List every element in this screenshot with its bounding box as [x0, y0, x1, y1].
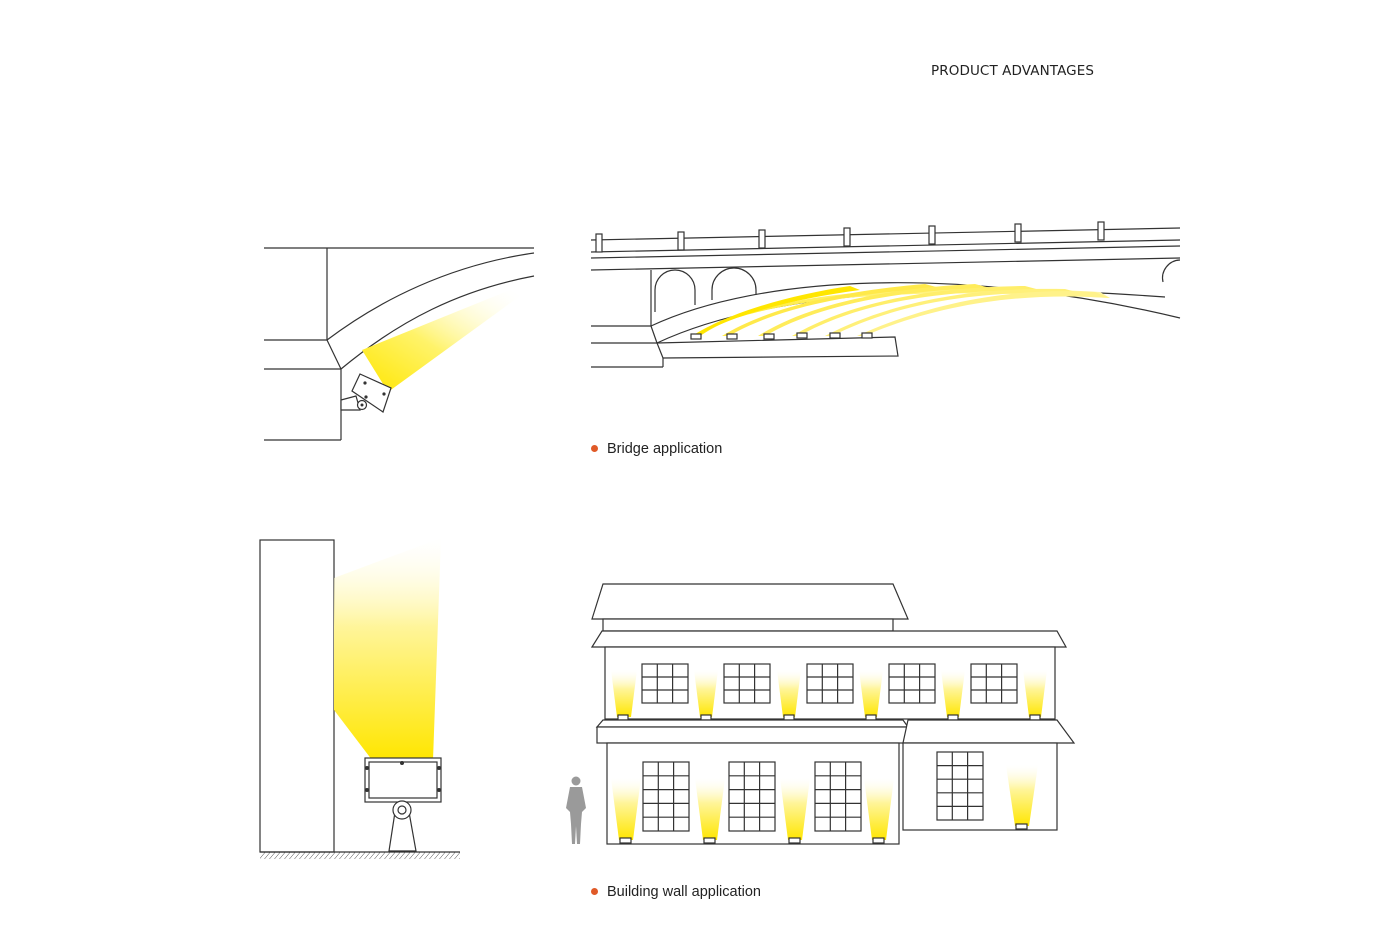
wall-light-beam	[334, 538, 441, 760]
bridge-caption: Bridge application	[591, 441, 723, 457]
wall-caption-text: Building wall application	[607, 884, 761, 900]
floodlight-fixture	[340, 373, 392, 413]
building-illustration	[566, 583, 1076, 845]
upper-windows	[641, 663, 1018, 704]
arch-light-fans	[692, 284, 1110, 336]
bullet-dot	[591, 888, 598, 895]
lower-windows	[642, 751, 984, 832]
bridge-caption-text: Bridge application	[607, 441, 723, 457]
bridge-detail	[264, 247, 535, 441]
wall-detail	[259, 538, 460, 859]
wall-floodlight-fixture	[364, 757, 442, 852]
page-title: PRODUCT ADVANTAGES	[931, 63, 1095, 79]
bridge-illustration	[590, 221, 1181, 368]
light-beam	[362, 290, 520, 392]
bullet-dot	[591, 445, 598, 452]
wall-caption: Building wall application	[591, 884, 761, 900]
person-silhouette	[566, 776, 586, 844]
